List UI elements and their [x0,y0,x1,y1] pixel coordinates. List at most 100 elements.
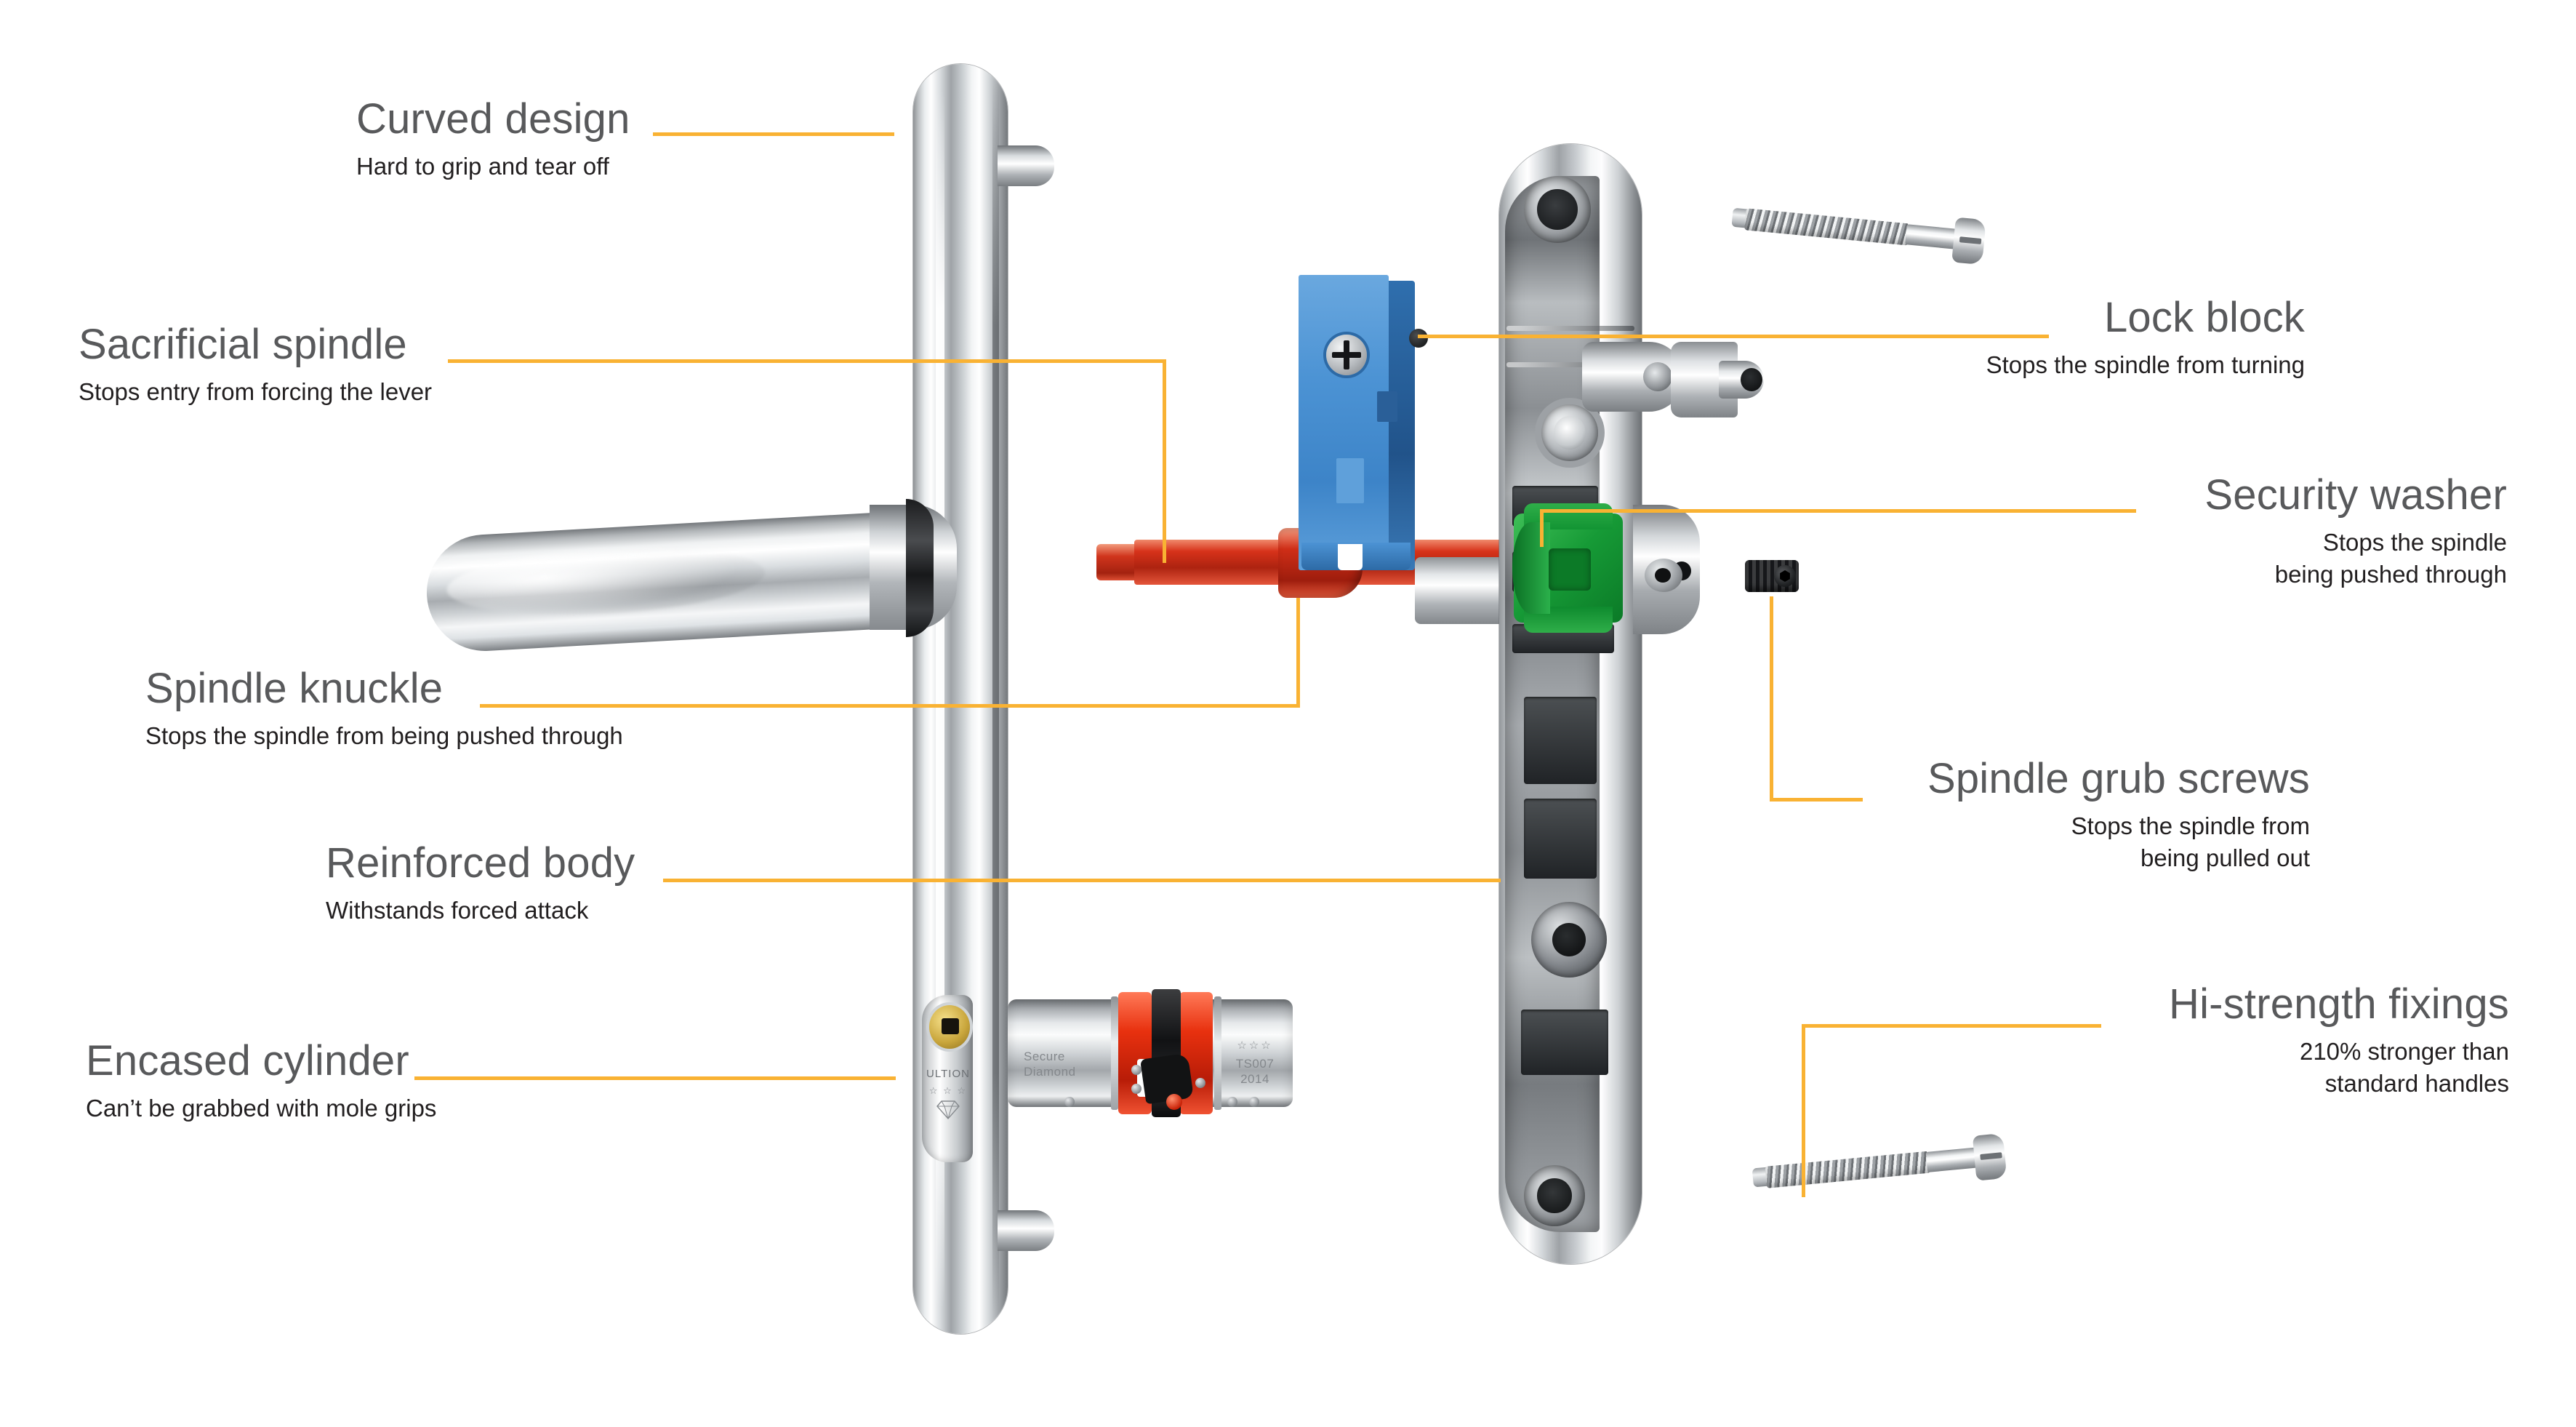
lock-block-side [1389,281,1415,570]
callout-subtitle: Stops the spindle being pushed through [2274,529,2507,588]
cylinder-right-marking: TS007 2014 [1235,1057,1275,1087]
spindle-aperture [1541,404,1598,461]
cylinder-screw-e [1227,1097,1237,1107]
callout-subtitle: Withstands forced attack [326,897,589,924]
leader-lock-block [1418,335,2049,338]
top-fixing-bore-hole [1537,189,1578,230]
leader-sacrificial-spindle-v [1163,359,1166,563]
thumbturn-bore [1741,368,1762,391]
fixing-top-head [1951,217,1986,265]
inside-spindle-bore [1643,362,1672,391]
fixing-bottom-thread [1765,1151,1931,1188]
grub-screw-washer [1645,559,1682,592]
spindle-tip [1096,544,1137,580]
callout-title: Curved design [356,95,630,143]
callout-subtitle: 210% stronger than standard handles [2299,1038,2509,1097]
washer-curved-face [1512,522,1550,614]
leader-curved-design [653,132,894,136]
cylinder-screw-c [1195,1078,1205,1088]
lever-collar [906,499,934,637]
plate-highlight [936,89,944,1309]
cylinder-brand-text: ULTION [926,1068,970,1080]
cross-head-screw-icon [1326,335,1367,375]
lock-block-notch-lower [1336,458,1364,503]
cylinder-screw-d [1064,1097,1075,1107]
internal-rib-1 [1506,326,1634,331]
cylinder-right-stars: ☆☆☆ [1237,1039,1273,1052]
internal-chamber-3 [1521,1010,1608,1075]
callout-subtitle: Can’t be grabbed with mole grips [86,1095,437,1122]
inside-spindle-boss [1582,342,1684,412]
leader-security-washer-h [1540,509,2136,513]
callout-sacrificial-spindle: Sacrificial spindle Stops entry from for… [79,324,432,408]
euro-cylinder: Secure Diamond ☆☆☆ TS007 2014 [1008,986,1293,1120]
spindle-grub-screw-part [1745,560,1799,592]
fixing-bottom-head [1972,1132,2007,1181]
callout-subtitle: Stops the spindle from being pushed thro… [145,722,623,749]
lever-boss-barrel [1415,557,1508,624]
leader-hi-strength-v [1802,1024,1805,1197]
callout-subtitle: Hard to grip and tear off [356,153,609,180]
bottom-fixing-bore-hole [1537,1178,1572,1213]
callout-lock-block: Lock block Stops the spindle from turnin… [1986,297,2305,381]
diamond-mark-icon [936,1100,960,1120]
cylinder-star-rating: ☆ ☆ ☆ [928,1085,968,1096]
cylinder-ring-right [1214,996,1221,1110]
callout-title: Reinforced body [326,839,635,887]
leader-hi-strength-h [1802,1024,2101,1028]
callout-reinforced-body: Reinforced body Withstands forced attack [326,842,635,927]
cylinder-screw-b [1131,1084,1141,1094]
callout-title: Sacrificial spindle [79,321,407,368]
keyway-slot [942,1018,959,1034]
hi-strength-fixing-bottom [1752,1132,2010,1218]
cylinder-screw-a [1131,1065,1141,1075]
spindle-aperture-inner [1554,415,1586,450]
fixing-top-thread [1744,208,1910,246]
leader-spindle-knuckle-h [480,704,1300,708]
callout-subtitle: Stops entry from forcing the lever [79,378,433,405]
internal-rib-2 [1506,362,1634,367]
thumbturn-escutcheon [1671,342,1765,417]
lock-block-foot-gap [1338,544,1363,570]
spindle-stub-top [998,145,1054,186]
callout-subtitle: Stops the spindle from being pulled out [2071,812,2310,871]
cylinder-left-marking: Secure Diamond [1024,1050,1076,1079]
cylinder-ring-left [1111,996,1118,1110]
callout-title: Hi-strength fixings [2169,980,2509,1028]
callout-curved-design: Curved design Hard to grip and tear off [356,98,630,183]
lock-block-side-pin [1409,329,1428,348]
hi-strength-fixing-top [1728,207,1986,281]
lock-block-notch-upper [1377,391,1397,422]
plate-shadow [992,76,1000,1322]
cylinder-indicator-dot [1166,1094,1182,1110]
lock-block-part [1299,275,1415,570]
callout-spindle-grub-screws: Spindle grub screws Stops the spindle fr… [1927,758,2310,874]
callout-title: Lock block [2103,294,2305,341]
callout-title: Spindle knuckle [145,665,444,712]
lever-handle [423,509,943,655]
lever-reflection [445,540,767,623]
callout-subtitle: Stops the spindle from turning [1986,351,2305,378]
internal-gear-axle [1552,923,1586,956]
inside-handle-plate-cutaway [1499,144,1642,1264]
callout-hi-strength-fixings: Hi-strength fixings 210% stronger than s… [2169,983,2509,1099]
top-fixing-bore [1524,176,1591,243]
callout-security-washer: Security washer Stops the spindle being … [2204,474,2507,590]
lock-block-face [1299,275,1389,570]
bottom-fixing-bore [1524,1165,1585,1226]
leader-sacrificial-spindle-h [448,359,1166,363]
leader-grub-screws-h [1770,798,1863,802]
callout-title: Spindle grub screws [1927,755,2310,802]
callout-title: Encased cylinder [86,1037,409,1084]
callout-title: Security washer [2204,471,2507,519]
spindle-stub-bottom [998,1210,1054,1251]
internal-gear [1531,902,1607,978]
callout-encased-cylinder: Encased cylinder Can’t be grabbed with m… [86,1040,436,1124]
hex-socket-icon [1774,565,1796,587]
internal-chamber-1 [1524,697,1597,784]
security-washer-part [1512,503,1623,633]
leader-grub-screws-v [1770,596,1773,800]
leader-security-washer-v [1540,509,1544,547]
